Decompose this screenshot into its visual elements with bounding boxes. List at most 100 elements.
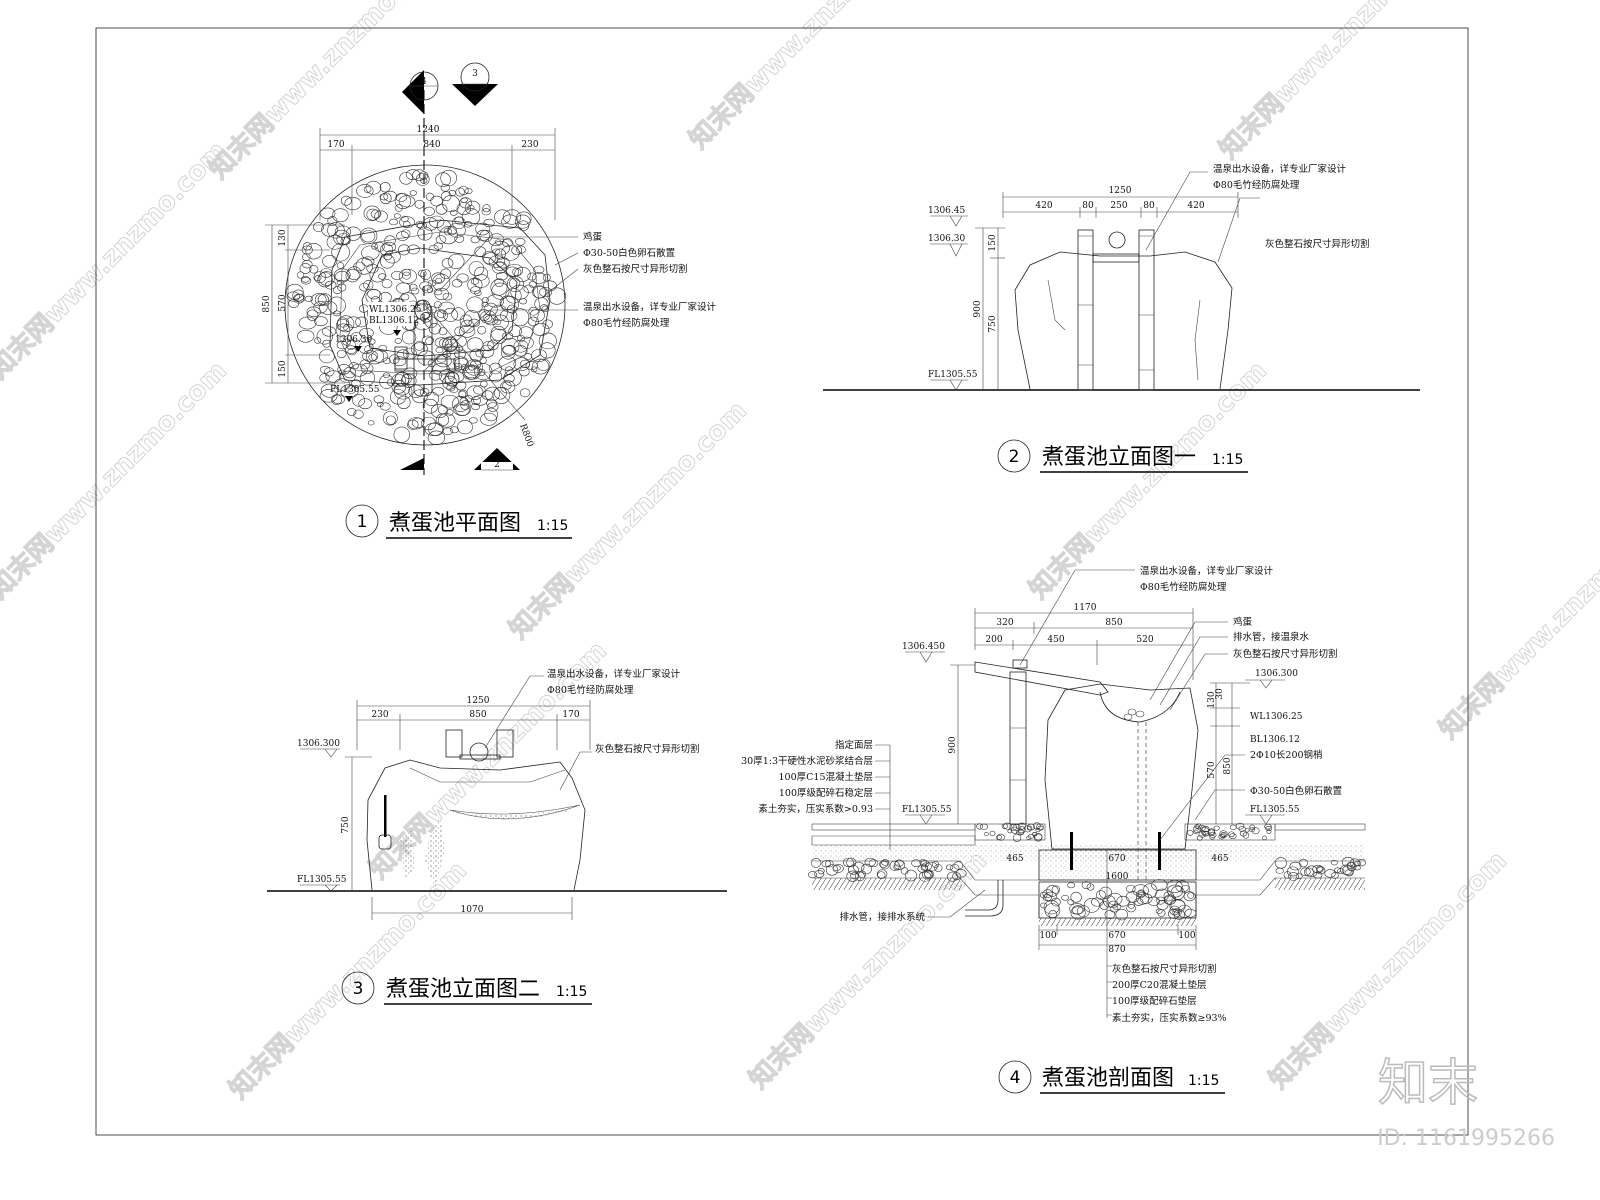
pebble [425,192,434,201]
pebble [455,187,465,197]
callout-drain-out: 排水管，接排水系统 [839,911,925,923]
level-top: 1306.300 [297,739,340,749]
pebble [976,823,983,830]
pebble [1067,882,1076,889]
pebble [494,278,504,287]
pebble [475,222,491,236]
dim-230: 230 [521,140,538,150]
pebble [502,381,512,390]
pebble [979,823,988,830]
pebble [1289,861,1302,871]
watermark-text: 知末网www.znzmo.com [1214,0,1463,165]
pebble [405,169,421,180]
pebble [343,366,357,379]
pebble [1107,892,1123,906]
dim: 250 [1110,201,1127,211]
pebble [436,310,446,319]
dim-1070: 1070 [461,905,484,915]
pebble [371,243,378,250]
pebble [494,209,511,225]
pebble [367,288,381,300]
pebble [1108,900,1119,909]
pebble [440,268,452,280]
pebble [364,345,373,354]
pebble [515,245,526,254]
pebble [530,366,538,373]
elevation-2: 1250 230 850 170 1070 750 1306.300 FL130… [267,668,727,1005]
pebble [1357,858,1366,867]
layer-note: 100厚C15混凝土垫层 [779,771,874,783]
pebble [397,395,411,410]
dim-150: 150 [278,360,288,377]
pebble [510,284,529,300]
pebble [362,350,379,362]
dim-750: 750 [341,816,351,833]
title-number: 2 [1009,447,1020,467]
pebble [1166,879,1183,894]
pebble [382,411,398,426]
pebble [528,306,539,316]
pebble [498,356,517,371]
pebble [458,390,467,399]
pebble [392,356,407,367]
pebble [365,180,382,195]
pebble [461,208,481,226]
pebble [407,419,419,430]
sheet-frame [95,27,1469,1136]
pebble [1244,828,1250,833]
level-top: 1306.45 [928,206,965,216]
pebble-fill [286,169,567,446]
pebble [513,345,528,357]
pebble [1081,881,1092,889]
pebble [483,218,495,228]
pebble [382,241,396,253]
dim: 30 [1215,688,1225,700]
pebble [347,347,357,356]
pebble [1220,832,1226,838]
pebble [492,262,507,274]
floor-level-right: FL1305.55 [1250,805,1300,815]
pebble [440,191,452,202]
dim-1170: 1170 [1074,603,1097,613]
pebble [361,230,376,243]
pebble [1012,833,1022,842]
pebble [1193,825,1202,833]
pebble [425,337,434,346]
pebble [454,326,465,337]
pebble [378,344,388,352]
pebble [332,208,349,223]
pebble [399,216,415,228]
pebble [318,271,335,286]
pebble-ring-outline [284,164,566,446]
bottom-level: BL1306.12 [369,316,419,326]
pebble [515,237,526,246]
pebble [1300,867,1311,877]
pebble [1070,891,1082,903]
pebble [514,214,531,229]
pebble [460,400,471,410]
pebble [501,245,520,261]
pebble [345,340,356,350]
pebble [527,272,537,281]
pebble [407,244,420,255]
bamboo-pole-right [1138,229,1155,391]
pebble [366,208,380,221]
pebble [539,342,556,359]
pebble [345,316,361,328]
pebble [361,256,375,267]
pebble [469,348,484,362]
pebble [452,216,466,230]
pebble [540,304,549,311]
pebble [379,374,394,389]
pebble [493,261,507,271]
pebble [427,430,446,446]
pebble [876,869,888,879]
pebble [292,289,305,302]
pebble [518,326,534,339]
pebble [500,380,516,394]
pebble [1135,891,1150,905]
pebble [370,209,382,219]
pebble [333,268,351,282]
pebble [300,277,312,285]
steel-dowel [1070,832,1073,870]
